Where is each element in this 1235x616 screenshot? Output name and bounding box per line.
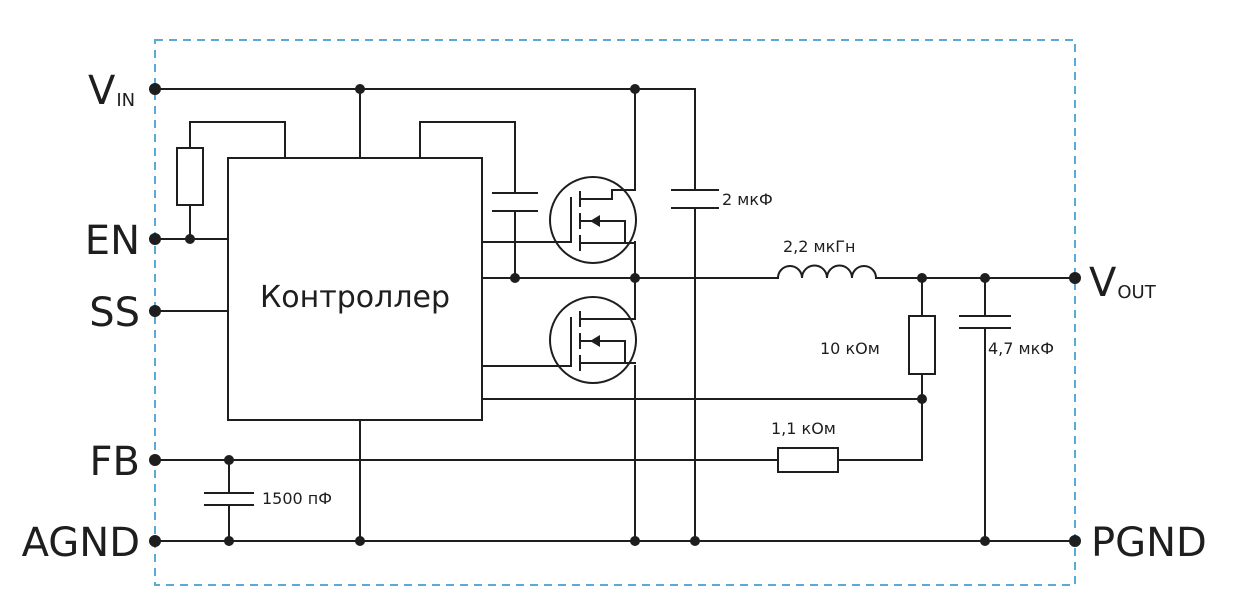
pin-agnd-label: AGND [22,520,140,566]
pin-en-label: EN [85,218,140,264]
pin-ss-label: SS [89,290,140,336]
pin-pgnd-label: PGND [1091,520,1207,566]
output-inductor [777,264,877,279]
en-pullup-resistor [176,147,204,206]
junction-dots [185,84,990,546]
inductor-value: 2,2 мкГн [783,237,855,256]
pin-vin-main: V [88,68,116,114]
pin-vin-sub: IN [116,90,135,111]
pin-vout-sub: OUT [1117,282,1156,303]
input-capacitor [671,189,719,209]
controller-block [227,157,483,421]
low-side-mosfet [549,296,637,384]
feedback-resistor-bottom [777,447,839,473]
feedback-resistor-bottom-value: 1,1 кОм [771,419,836,438]
output-capacitor [959,315,1011,329]
pin-fb-label: FB [90,439,140,485]
pin-vout-main: V [1089,260,1117,306]
module-boundary [154,39,1076,586]
compensation-capacitor [204,492,254,506]
terminal-dots [149,83,1081,547]
feedback-resistor-top-value: 10 кОм [820,339,880,358]
feedback-resistor-top [908,315,936,375]
controller-label: Контроллер [260,280,450,315]
high-side-mosfet [549,176,637,264]
output-capacitor-value: 4,7 мкФ [988,339,1054,358]
pin-vin-label: VIN [88,68,135,114]
wires [154,88,1076,542]
pin-vout-label: VOUT [1089,260,1157,306]
input-capacitor-value: 2 мкФ [722,190,773,209]
bootstrap-capacitor [492,192,538,212]
compensation-capacitor-value: 1500 пФ [262,489,332,508]
